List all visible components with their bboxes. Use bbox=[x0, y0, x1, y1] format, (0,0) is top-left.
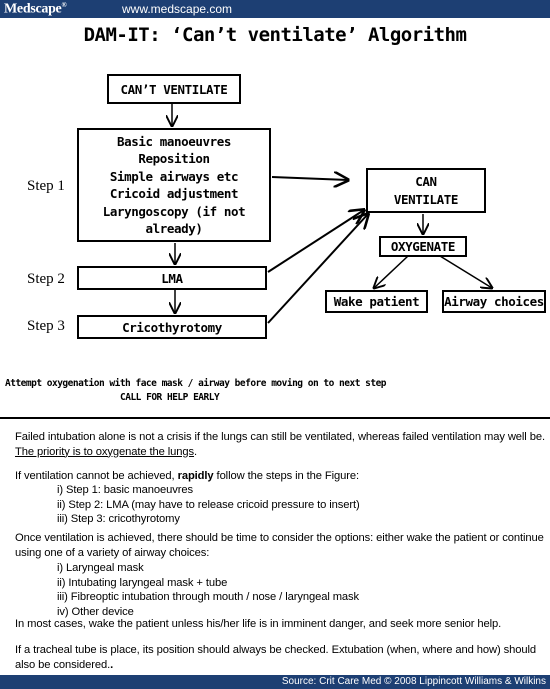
source-text: Source: Crit Care Med © 2008 Lippincott … bbox=[281, 676, 546, 687]
list-item: ii) Step 2: LMA (may have to release cri… bbox=[57, 498, 360, 511]
paragraph-steps-intro: If ventilation cannot be achieved, rapid… bbox=[15, 469, 545, 484]
wake-patient-box: Wake patient bbox=[325, 290, 428, 313]
text-run: follow the steps in the Figure: bbox=[213, 470, 360, 482]
brand-name: Medscape bbox=[4, 1, 62, 17]
list-item: iii) Fibreoptic intubation through mouth… bbox=[57, 591, 360, 603]
paragraph-options: Once ventilation is achieved, there shou… bbox=[15, 532, 544, 559]
can-ventilate-line: CAN bbox=[415, 174, 437, 189]
step1-line: Basic manoeuvres bbox=[116, 133, 231, 149]
medscape-logo[interactable]: Medscape® bbox=[4, 1, 67, 18]
text-run: . bbox=[110, 658, 114, 671]
paragraph-tube: If a tracheal tube is place, its positio… bbox=[15, 643, 545, 672]
paragraph-wake: In most cases, wake the patient unless h… bbox=[15, 618, 502, 630]
list-item: iii) Step 3: cricothyrotomy bbox=[57, 513, 180, 525]
list-item: iv) Other device bbox=[57, 605, 134, 618]
flow-arrows bbox=[0, 104, 550, 324]
arrow-crico-to-can bbox=[267, 214, 368, 324]
cricothyrotomy-box: Cricothyrotomy bbox=[77, 315, 267, 339]
step-label: Step 3 bbox=[27, 318, 65, 334]
step1-line: Reposition bbox=[138, 151, 210, 166]
brand-mark: ® bbox=[61, 1, 67, 9]
step1-line: Cricoid adjustment bbox=[109, 186, 239, 201]
options-list: i) Laryngeal mask ii) Intubating larynge… bbox=[15, 561, 550, 619]
text-run: If a tracheal tube is place, its positio… bbox=[15, 644, 537, 671]
divider bbox=[0, 417, 550, 419]
text-run: Failed intubation alone is not a crisis … bbox=[15, 431, 545, 443]
step1-line: Laryngoscopy (if not already) bbox=[102, 203, 246, 237]
arrow-lma-to-can bbox=[267, 210, 364, 273]
arrow-oxygenate-to-airway bbox=[439, 255, 492, 288]
paragraph-priority: Failed intubation alone is not a crisis … bbox=[15, 430, 545, 459]
can-ventilate-line: VENTILATE bbox=[393, 191, 459, 207]
site-url-link[interactable]: www.medscape.com bbox=[122, 2, 233, 16]
source-footer: Source: Crit Care Med © 2008 Lippincott … bbox=[0, 675, 550, 689]
list-item: i) Step 1: basic manoeuvres bbox=[57, 484, 193, 496]
step1-box: Basic manoeuvres Reposition Simple airwa… bbox=[77, 128, 271, 242]
top-banner: Medscape® www.medscape.com bbox=[0, 0, 550, 18]
priority-underlined: The priority is to oxygenate the lungs bbox=[15, 445, 195, 458]
text-run: . bbox=[194, 445, 198, 458]
can-ventilate-box: CAN VENTILATE bbox=[366, 168, 486, 213]
call-for-help-note: CALL FOR HELP EARLY bbox=[120, 392, 220, 403]
step-label: Step 2 bbox=[27, 271, 65, 287]
list-item: ii) Intubating laryngeal mask + tube bbox=[57, 576, 228, 589]
steps-list: i) Step 1: basic manoeuvres ii) Step 2: … bbox=[15, 483, 550, 527]
oxygenation-note: Attempt oxygenation with face mask / air… bbox=[5, 378, 387, 389]
arrow-step1-to-can bbox=[271, 177, 348, 180]
cant-ventilate-box: CAN’T VENTILATE bbox=[107, 74, 241, 104]
rapidly-bold: rapidly bbox=[177, 470, 214, 482]
step-label: Step 1 bbox=[27, 178, 65, 194]
text-run: If ventilation cannot be achieved, bbox=[15, 470, 178, 482]
step1-line: Simple airways etc bbox=[109, 168, 239, 184]
page-title: DAM-IT: ‘Can’t ventilate’ Algorithm bbox=[83, 24, 467, 46]
lma-box: LMA bbox=[77, 266, 267, 290]
oxygenate-box: OXYGENATE bbox=[379, 236, 467, 257]
airway-choices-box: Airway choices bbox=[442, 290, 546, 313]
list-item: i) Laryngeal mask bbox=[57, 562, 144, 574]
arrow-oxygenate-to-wake bbox=[374, 255, 409, 288]
